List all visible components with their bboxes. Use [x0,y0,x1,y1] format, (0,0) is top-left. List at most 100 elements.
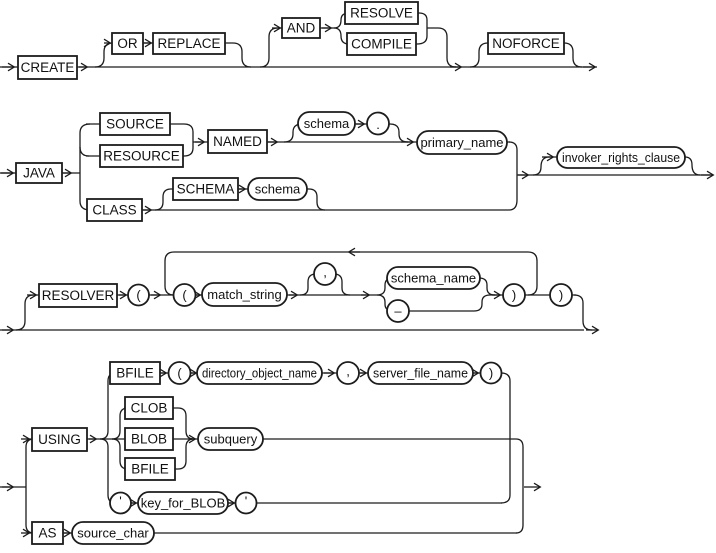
rail [26,438,524,534]
param-subquery-oval [197,427,264,451]
terminal-dash-label: – [394,304,402,319]
rails-row1 [0,12,597,68]
rail [333,27,428,45]
rail [15,294,35,331]
keyword-noforce-box [487,32,565,55]
keyword-or-label: OR [117,36,138,51]
rail [79,146,90,157]
keyword-resolve-box [344,1,419,25]
keyword-class-box [86,198,143,222]
keyword-schema-box [172,177,239,201]
terminal-rparen-circle [479,361,503,385]
keyword-resolver-box [38,283,118,308]
terminal-lparen-inner-label: ( [182,288,187,303]
keyword-noforce-label: NOFORCE [492,36,560,51]
keyword-clob-box [124,396,174,420]
keyword-or-box [111,32,144,55]
nodes [15,1,686,545]
param-schema-name-label: schema_name [391,271,476,286]
keyword-named-box [207,129,268,154]
terminal-quote-open-label: ' [119,494,121,509]
param-schema-label: schema [304,116,350,131]
keyword-using-label: USING [38,432,81,447]
keyword-source-box [99,112,171,136]
keyword-resource-box [99,144,184,168]
keyword-as-label: AS [38,526,56,541]
keyword-using-box [31,427,88,452]
rail [25,438,35,534]
param-schema-oval [297,111,356,136]
param-match-string-label: match_string [207,287,281,302]
terminal-rparen-label: ) [489,366,493,381]
rail [573,294,593,331]
keyword-named-label: NAMED [213,134,262,149]
terminal-comma2-circle [336,361,360,385]
keyword-bfile-lob-box [124,457,176,481]
terminal-comma-label: , [323,265,327,280]
terminal-rparen-outer-label: ) [559,288,563,303]
keyword-bfile-lob-label: BFILE [131,462,169,477]
terminal-lparen-label: ( [177,366,182,381]
terminal-dot-label: . [376,117,380,132]
keyword-clob-label: CLOB [131,401,168,416]
terminal-dot-circle [366,111,390,136]
terminal-comma-circle [313,262,337,286]
arrows [1,23,715,538]
rail [427,27,457,68]
keyword-replace-label: REPLACE [157,36,220,51]
param-source-char-oval [71,521,155,545]
keyword-resource-label: RESOURCE [103,149,180,164]
labels: CREATE OR REPLACE AND RESOLVE COMPILE NO… [21,6,680,541]
terminal-dash-circle [386,299,410,323]
rail [508,141,518,211]
keyword-schema-label: SCHEMA [177,182,235,197]
rail [177,438,195,470]
rail [111,407,129,440]
keyword-java-label: JAVA [23,166,55,181]
keyword-blob-label: BLOB [131,432,167,447]
keyword-replace-box [152,32,226,55]
param-directory-object-name-label: directory_object_name [202,366,317,381]
keyword-create-label: CREATE [21,60,75,75]
param-server-file-name-label: server_file_name [373,366,468,381]
terminal-rparen-inner-circle [502,283,526,307]
keyword-and-box [281,17,321,39]
param-schema2-label: schema [255,182,301,197]
param-schema-name-oval [386,266,481,290]
terminal-rparen-outer-circle [549,283,573,307]
keyword-java-box [15,162,63,184]
terminal-comma2-label: , [346,364,350,379]
terminal-rparen-inner-label: ) [512,288,516,303]
param-match-string-oval [201,282,288,307]
keyword-resolver-label: RESOLVER [42,288,115,303]
keyword-source-label: SOURCE [106,117,164,132]
keyword-class-label: CLASS [92,203,136,218]
terminal-lparen-outer-circle [127,283,150,307]
rail [376,294,491,312]
param-source-char-label: source_char [77,526,149,541]
terminal-lparen-outer-label: ( [136,288,141,303]
clause-invoker-rights-oval [556,146,686,169]
param-primary-name-label: primary_name [420,135,503,150]
rail [79,123,91,211]
rail [177,407,195,440]
rail [500,372,511,504]
param-primary-name-oval [416,130,508,155]
rail [111,438,129,470]
param-subquery-label: subquery [204,432,258,447]
rail [99,438,117,504]
param-key-for-blob-label: key_for_BLOB [141,496,226,511]
terminal-quote-close-label: ' [245,494,247,509]
rails-row4 [0,372,524,534]
keyword-create-box [17,55,78,80]
param-schema2-oval [247,177,308,201]
clause-invoker-rights-label: invoker_rights_clause [562,150,680,165]
keyword-compile-box [346,32,417,56]
keyword-resolve-label: RESOLVE [350,6,413,21]
keyword-as-box [31,521,64,545]
keyword-blob-box [124,427,174,451]
keyword-bfile-file-label: BFILE [116,366,154,381]
rail [183,123,194,157]
